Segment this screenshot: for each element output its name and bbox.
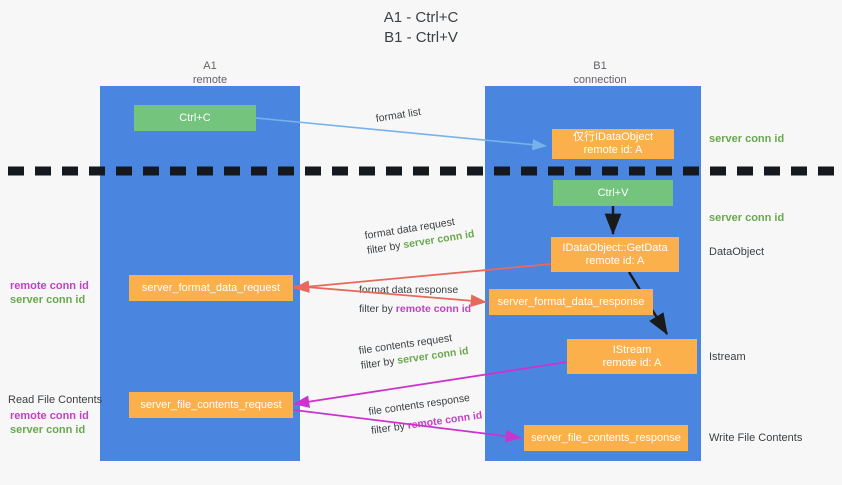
- left-label-pair-bottom: remote conn id server conn id: [10, 409, 89, 437]
- right-label-server-conn-id-top: server conn id: [709, 133, 785, 145]
- title-line-1: A1 - Ctrl+C: [383, 9, 459, 26]
- column-header-a1: A1 remote: [120, 59, 300, 87]
- arrow-file-contents-request: [293, 361, 568, 408]
- node-idataobject-line2: remote id: A: [583, 144, 643, 156]
- node-server-format-data-request-label: server_format_data_request: [141, 281, 281, 294]
- node-server-format-data-response-label: server_format_data_response: [497, 295, 645, 308]
- node-istream[interactable]: IStream remote id: A: [567, 339, 697, 374]
- diagram-title: A1 - Ctrl+C B1 - Ctrl+V: [0, 8, 842, 48]
- node-getdata-line2: remote id: A: [585, 254, 645, 267]
- node-server-file-contents-request[interactable]: server_file_contents_request: [129, 392, 293, 418]
- node-server-file-contents-request-label: server_file_contents_request: [140, 398, 282, 411]
- arrow-format-data-response: [293, 285, 487, 308]
- node-ctrl-v[interactable]: Ctrl+V: [553, 180, 673, 206]
- right-label-server-conn-id-second: server conn id: [709, 212, 785, 224]
- arrow-file-contents-response: [293, 409, 522, 443]
- left-label-remote-conn-id-bottom: remote conn id: [10, 410, 89, 422]
- column-header-b1: B1 connection: [510, 59, 690, 87]
- arrow-format-data-request: [293, 263, 552, 293]
- node-getdata-line1: IDataObject::GetData: [562, 241, 668, 254]
- left-label-server-conn-id-bottom: server conn id: [10, 424, 86, 436]
- column-b1-sub: connection: [573, 74, 627, 86]
- left-label-remote-conn-id-top: remote conn id: [10, 280, 89, 292]
- node-ctrl-c[interactable]: Ctrl+C: [134, 105, 256, 131]
- right-label-istream: Istream: [709, 351, 746, 363]
- node-ctrl-c-label: Ctrl+C: [179, 111, 211, 124]
- node-server-format-data-response[interactable]: server_format_data_response: [489, 289, 653, 315]
- node-idataobject-getdata[interactable]: IDataObject::GetData remote id: A: [551, 237, 679, 272]
- arrow-format-list: [255, 117, 547, 151]
- node-server-file-contents-response-label: server_file_contents_response: [531, 431, 681, 444]
- node-istream-line1: IStream: [612, 343, 652, 356]
- left-label-read-file-contents: Read File Contents: [8, 394, 103, 406]
- node-server-file-contents-response[interactable]: server_file_contents_response: [524, 425, 688, 451]
- column-a1-name: A1: [203, 60, 217, 72]
- node-idataobject-line1: 仅行IDataObject: [572, 131, 654, 143]
- left-label-server-conn-id-top: server conn id: [10, 294, 86, 306]
- node-idataobject[interactable]: 仅行IDataObject remote id: A: [552, 129, 674, 159]
- node-istream-line2: remote id: A: [602, 356, 662, 369]
- column-b1-name: B1: [593, 60, 607, 72]
- edge-label-fdresp-key: remote conn id: [395, 303, 472, 315]
- title-line-2: B1 - Ctrl+V: [384, 29, 458, 46]
- edge-label-fdresp-line2: filter by remote conn id: [359, 302, 471, 317]
- left-label-pair-top: remote conn id server conn id: [10, 279, 89, 307]
- node-ctrl-v-label: Ctrl+V: [597, 186, 629, 199]
- right-label-dataobject: DataObject: [709, 246, 765, 258]
- node-server-format-data-request[interactable]: server_format_data_request: [129, 275, 293, 301]
- edge-label-fdresp-prefix: filter by: [359, 303, 396, 315]
- column-a1-sub: remote: [192, 74, 228, 86]
- right-label-write-file-contents: Write File Contents: [709, 432, 803, 444]
